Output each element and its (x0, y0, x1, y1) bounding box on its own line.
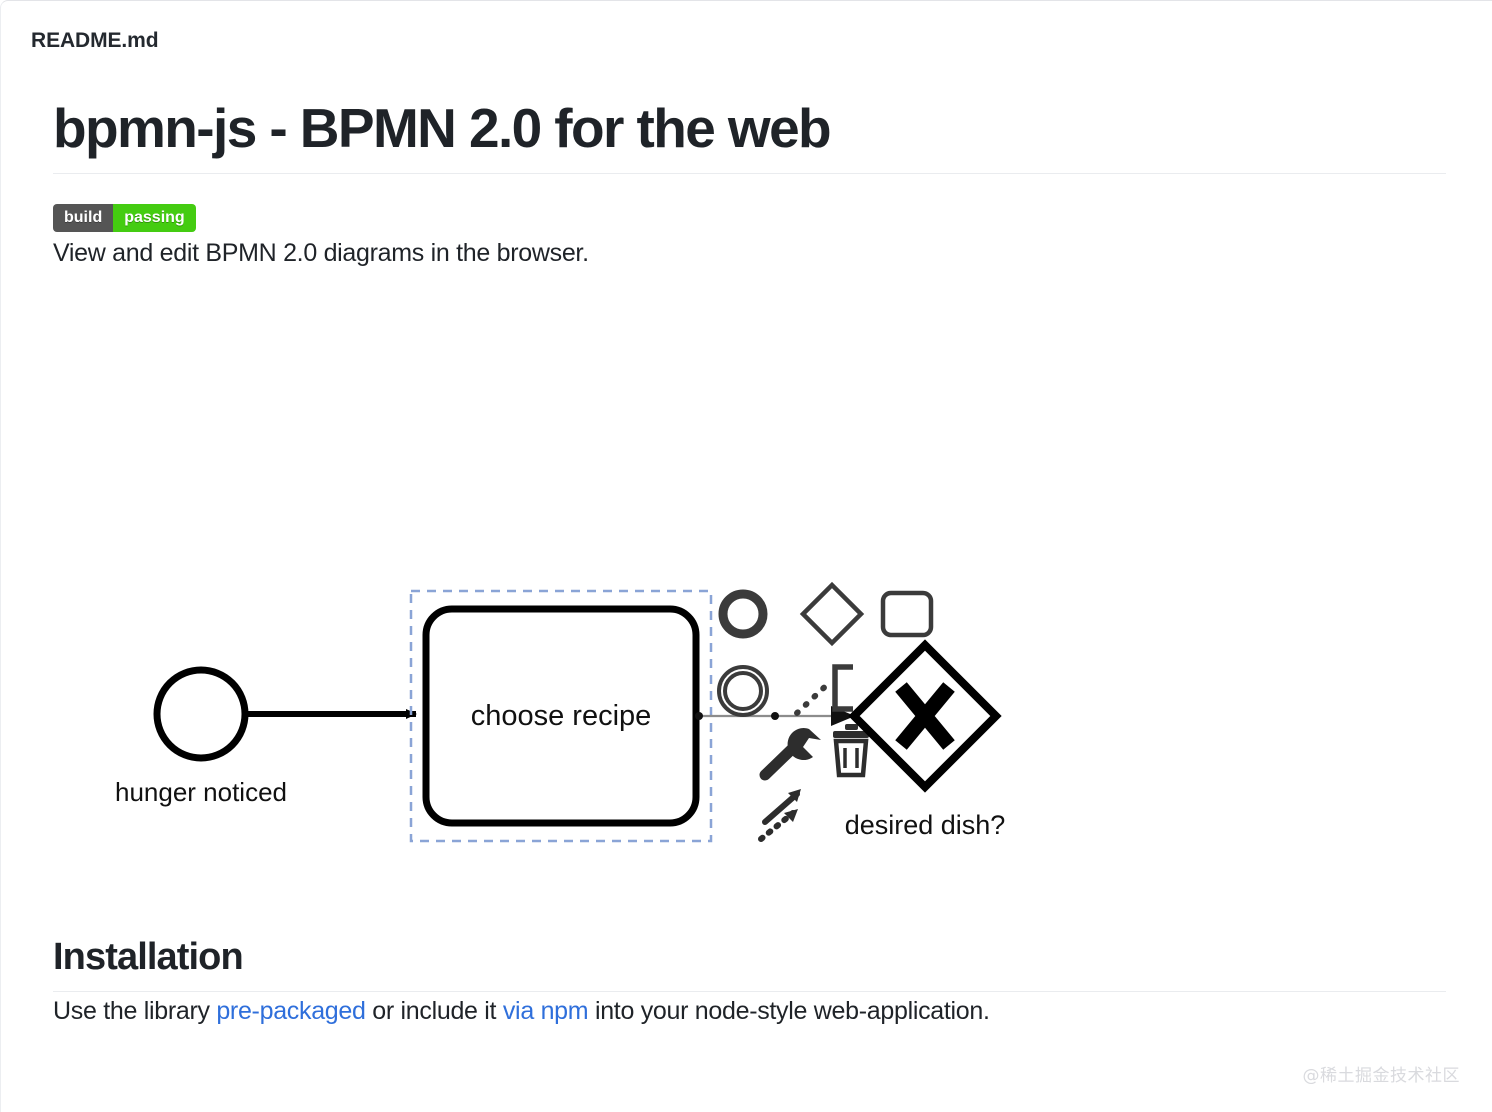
context-pad-gateway-icon[interactable] (799, 581, 865, 647)
context-pad-connect-icon[interactable] (758, 789, 801, 842)
flow-waypoint-start (695, 712, 703, 720)
context-pad-intermediate-event-icon[interactable] (717, 665, 769, 717)
page-title: bpmn-js - BPMN 2.0 for the web (53, 97, 832, 159)
badge-label: build (53, 204, 114, 233)
badge-status: passing (113, 204, 196, 233)
file-name-header: README.md (31, 29, 159, 52)
task-label: choose recipe (471, 700, 652, 732)
start-event-label: hunger noticed (115, 777, 287, 807)
pre-packaged-link[interactable]: pre-packaged (216, 996, 366, 1025)
context-pad-wrench-icon[interactable] (759, 728, 821, 781)
watermark: @稀土掘金技术社区 (1302, 1066, 1460, 1086)
badge-row: build passing (53, 204, 1446, 234)
bpmn-canvas[interactable]: hunger noticed choose recipe (53, 371, 1053, 871)
start-event-shape[interactable] (153, 666, 249, 762)
readme-content: bpmn-js - BPMN 2.0 for the web build pas… (53, 99, 1446, 273)
install-text-before: Use the library (53, 996, 217, 1025)
bpmn-diagram[interactable]: hunger noticed choose recipe (53, 371, 1446, 901)
installation-heading: Installation (53, 936, 244, 978)
install-text-middle: or include it (365, 996, 503, 1025)
gateway-label: desired dish? (845, 810, 1006, 840)
exclusive-gateway-shape[interactable] (848, 639, 1002, 793)
context-pad-text-annotation-icon[interactable] (794, 664, 853, 716)
context-pad-end-event-icon[interactable] (718, 589, 768, 639)
installation-divider (53, 990, 1446, 992)
context-pad[interactable] (717, 581, 934, 842)
installation-section: Installation Use the library pre-package… (53, 936, 1446, 1031)
installation-paragraph: Use the library pre-packaged or include … (53, 992, 1446, 1031)
context-pad-task-icon[interactable] (880, 590, 934, 638)
title-divider (53, 173, 1446, 175)
install-text-after: into your node-style web-application. (588, 996, 990, 1025)
intro-paragraph: View and edit BPMN 2.0 diagrams in the b… (53, 239, 589, 268)
context-pad-trash-icon[interactable] (833, 724, 869, 778)
build-status-badge[interactable]: build passing (53, 204, 196, 233)
flow-waypoint-mid (771, 712, 779, 720)
via-npm-link[interactable]: via npm (502, 996, 589, 1025)
